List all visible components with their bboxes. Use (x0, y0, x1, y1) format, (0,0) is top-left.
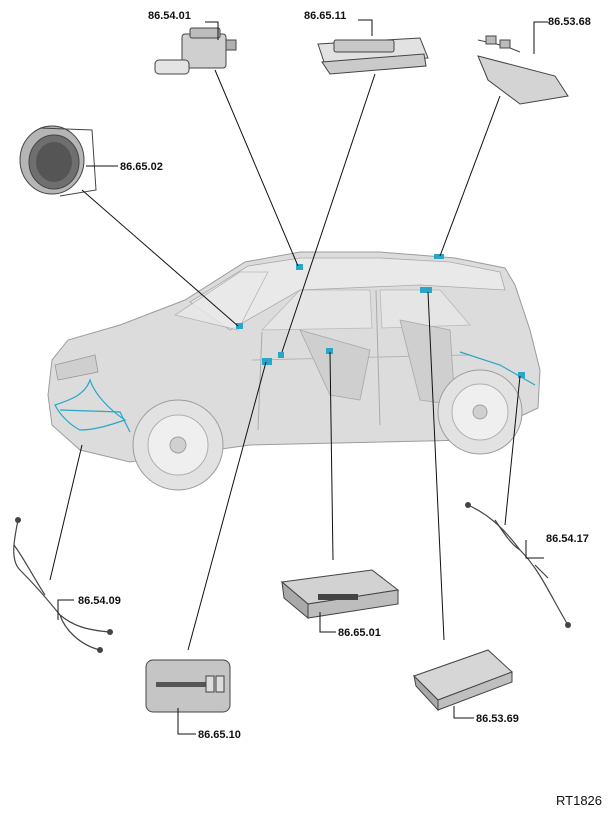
label-86-54-09: 86.54.09 (78, 595, 121, 607)
central-module-component (280, 569, 400, 620)
push-button-component (19, 125, 97, 197)
label-86-53-69: 86.53.69 (476, 713, 519, 725)
vehicle-sensor-marker (296, 264, 303, 270)
leader-lines (49, 19, 548, 735)
roof-module-component (477, 35, 569, 105)
label-86-65-01: 86.65.01 (338, 627, 381, 639)
label-86-54-01: 86.54.01 (148, 10, 191, 22)
switch-panel-component (145, 659, 231, 713)
figure-reference: RT1826 (556, 793, 602, 808)
vehicle-roof-marker (434, 254, 444, 259)
label-86-65-10: 86.65.10 (198, 729, 241, 741)
front-harness-highlight (54, 378, 127, 431)
vehicle-panel-marker (262, 358, 272, 365)
vehicle-lamp-marker (420, 287, 432, 293)
callout-labels: 86.54.01 86.65.11 86.53.68 86.65.02 86.5… (78, 10, 602, 808)
vehicle-button-marker (236, 323, 243, 329)
label-86-53-68: 86.53.68 (548, 16, 591, 28)
label-86-65-11: 86.65.11 (304, 10, 346, 22)
label-86-54-17: 86.54.17 (546, 533, 589, 545)
rear-harness-component (465, 502, 571, 628)
sensor-component (154, 27, 237, 75)
vehicle-module-marker (326, 348, 333, 354)
interior-lamp-component (317, 37, 429, 75)
vehicle-illustration (47, 251, 541, 491)
rear-module-component (413, 649, 513, 712)
vehicle-switch-marker (278, 352, 284, 358)
vehicle-rear-marker (518, 372, 525, 378)
front-harness-component (13, 517, 113, 653)
label-86-65-02: 86.65.02 (120, 161, 163, 173)
